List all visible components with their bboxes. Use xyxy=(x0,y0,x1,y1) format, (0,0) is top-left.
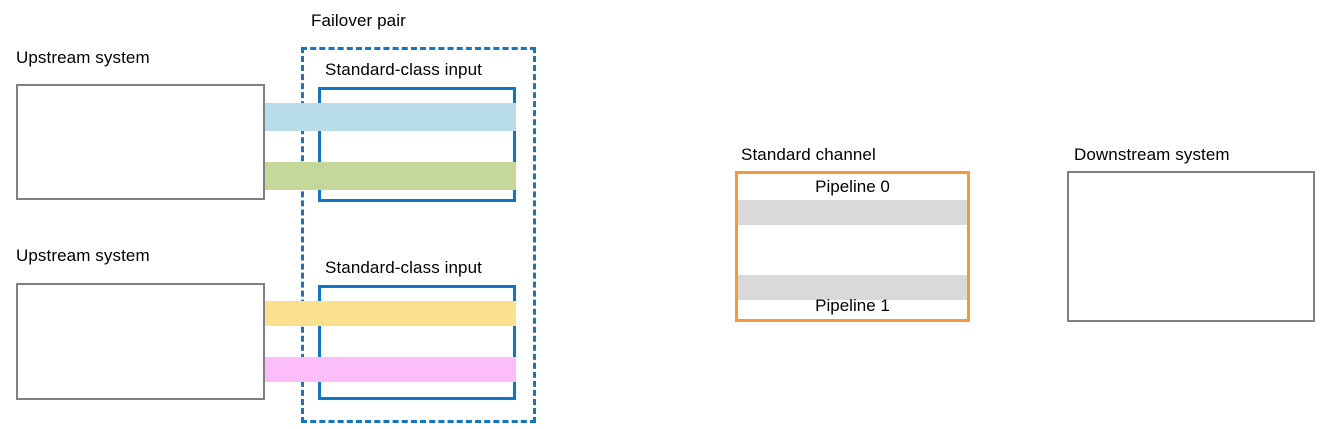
upstream-system-box-1 xyxy=(16,84,265,200)
standard-channel-box: Pipeline 0 Pipeline 1 xyxy=(735,171,970,322)
failover-pair-title: Failover pair xyxy=(311,11,406,30)
standard-channel-label: Standard channel xyxy=(741,145,876,164)
channel-band-top xyxy=(738,200,967,225)
stream-band-blue xyxy=(265,103,516,131)
failover-pair-container xyxy=(301,47,536,423)
stream-band-yellow xyxy=(265,301,516,326)
standard-class-input-label-1: Standard-class input xyxy=(325,60,482,79)
upstream-system-box-2 xyxy=(16,283,265,400)
upstream-system-label-2: Upstream system xyxy=(16,246,150,265)
channel-band-bottom xyxy=(738,275,967,300)
pipeline-1-label: Pipeline 1 xyxy=(815,296,890,315)
standard-class-input-label-2: Standard-class input xyxy=(325,258,482,277)
pipeline-0-label: Pipeline 0 xyxy=(815,177,890,196)
upstream-system-label-1: Upstream system xyxy=(16,48,150,67)
stream-band-pink xyxy=(265,357,516,382)
downstream-system-box xyxy=(1067,171,1315,322)
stream-band-green xyxy=(265,162,516,190)
downstream-system-label: Downstream system xyxy=(1074,145,1230,164)
